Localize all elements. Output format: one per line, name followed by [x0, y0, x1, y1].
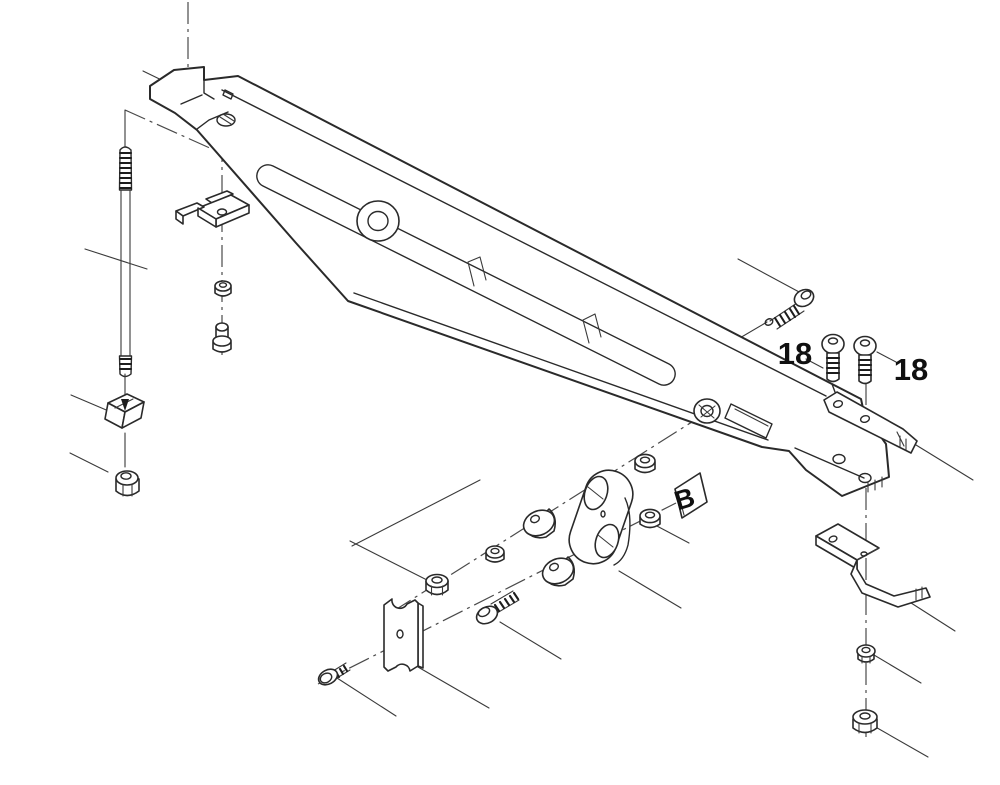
arm-slot: [256, 164, 676, 386]
rod-diagonal-centerline: [124, 109, 213, 150]
detail-marker-tile: B: [671, 472, 708, 519]
carriage-bolt: [475, 590, 520, 625]
end-boss: [693, 398, 721, 424]
arm-top-band: [221, 89, 827, 397]
link-hole-lower: [594, 523, 620, 559]
threaded-rod: [118, 109, 133, 410]
flange-nut-upper: [634, 453, 656, 474]
callout-18-left: 18: [778, 336, 812, 371]
slot-rib-1: [467, 256, 487, 287]
link-pin-hole: [600, 510, 606, 518]
shaped-mounting-plate: [383, 598, 424, 672]
tongue-serration: [867, 476, 883, 493]
small-hex-bolt: [317, 662, 351, 686]
hex-nut: [425, 573, 449, 596]
leader-lines: [69, 70, 974, 758]
callout-18-right: 18: [894, 352, 928, 387]
hex-flange-nut: [852, 709, 878, 734]
tongue-hole-1: [832, 453, 846, 465]
strap-bracket: [823, 391, 918, 454]
clip-hole: [216, 208, 228, 216]
plate-hole: [396, 629, 404, 639]
tongue-hole-2: [858, 472, 872, 484]
button-screw-left: [821, 333, 845, 383]
arm-outline: [149, 66, 890, 497]
top-slot: [222, 89, 234, 100]
button-screw-right: [853, 335, 877, 385]
slot-rib-2: [582, 313, 602, 344]
flange-nut: [485, 545, 505, 563]
clip-flange-nut: [214, 280, 232, 297]
rod-clamp-nut: [115, 470, 140, 497]
shoulder-bolt: [212, 322, 232, 353]
hex-flange-bolt: [764, 288, 815, 330]
main-arm: [149, 66, 890, 497]
clevis-end: [180, 79, 236, 130]
z-bracket: [815, 523, 931, 608]
link-thickness: [613, 497, 631, 566]
rod-clamp-wedge: [104, 393, 145, 429]
clip-bracket: [175, 190, 250, 228]
oval-link-plate: [568, 469, 634, 566]
flange-locknut: [856, 644, 876, 664]
spacer-bushing-upper: [522, 508, 556, 539]
flange-nut-right: [639, 508, 661, 529]
spacer-bushing-lower: [541, 556, 575, 587]
end-slot: [724, 403, 773, 439]
clevis-pin-hole: [216, 113, 236, 127]
pivot-boss: [356, 200, 400, 242]
